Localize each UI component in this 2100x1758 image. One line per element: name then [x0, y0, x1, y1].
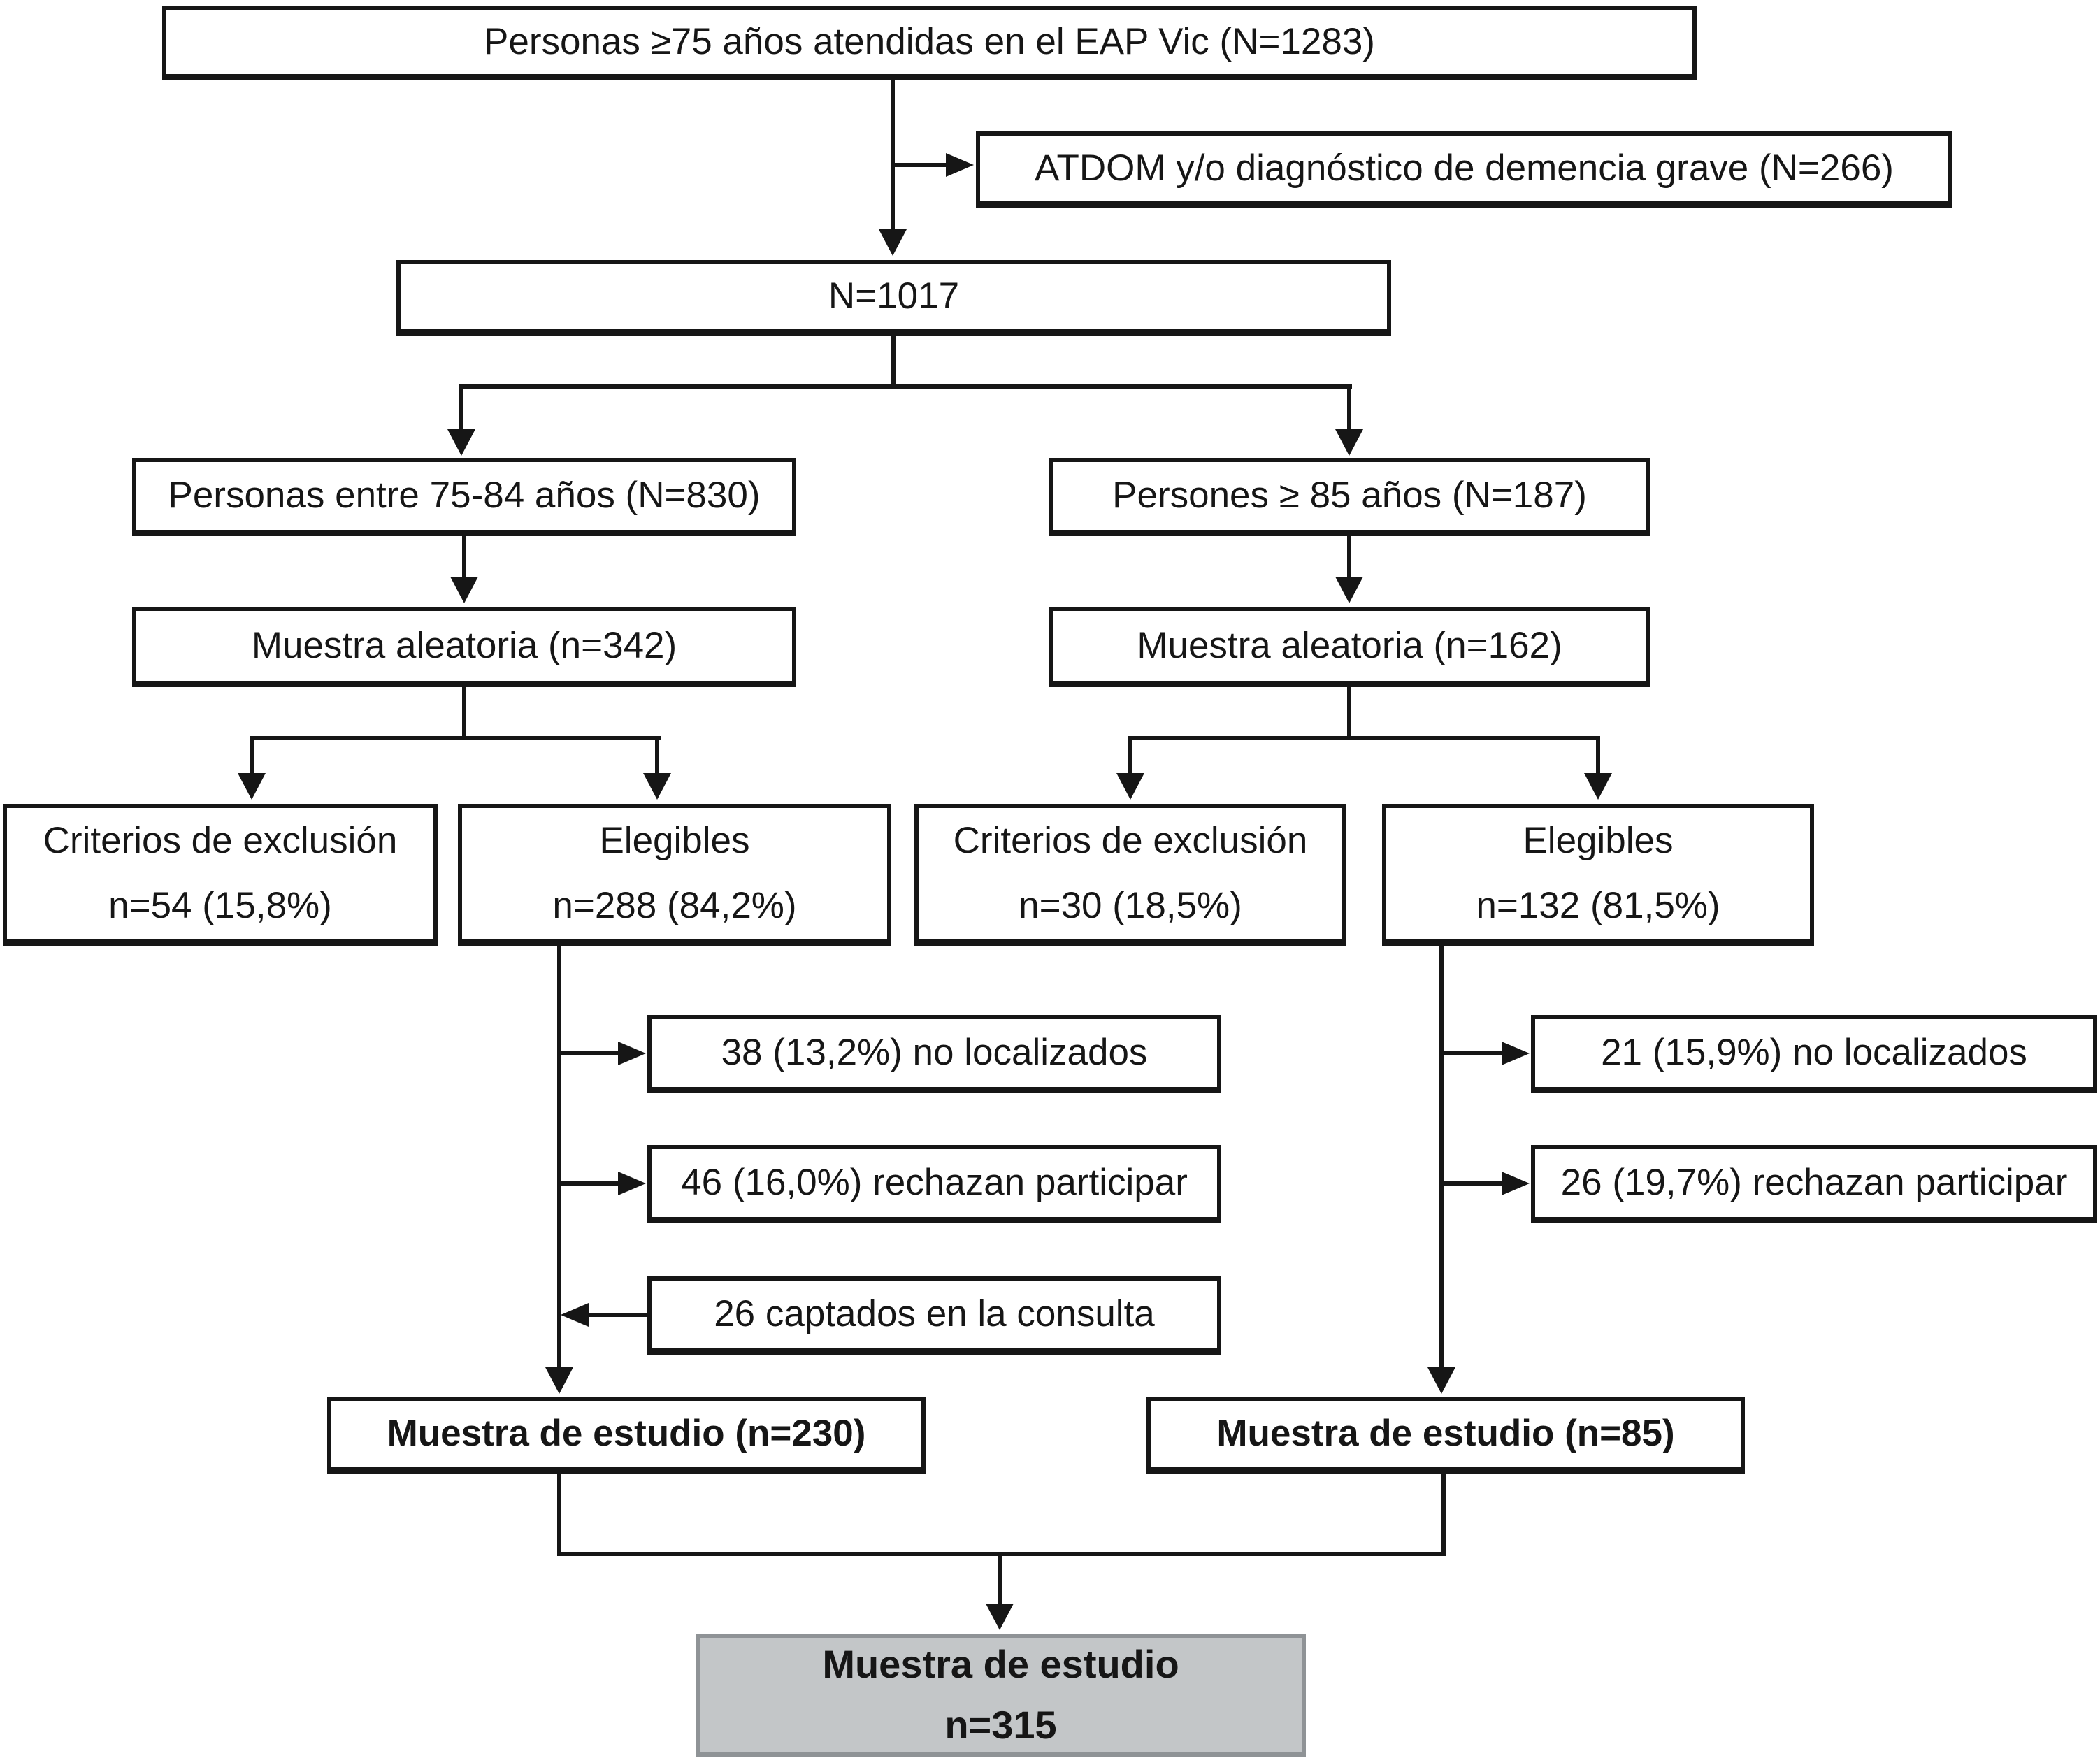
- flow-line: [891, 334, 896, 389]
- node-study-sample-total: Muestra de estudio n=315: [696, 1634, 1306, 1757]
- flow-line: [250, 736, 254, 774]
- arrow-down-icon: [643, 773, 671, 800]
- node-label: Personas ≥75 años atendidas en el EAP Vi…: [484, 20, 1375, 62]
- node-exclusion-criteria-75-84: Criterios de exclusión n=54 (15,8%): [3, 804, 438, 946]
- flow-line: [1347, 536, 1351, 578]
- arrow-down-icon: [986, 1604, 1014, 1630]
- flow-line: [1439, 946, 1444, 1369]
- arrow-down-icon: [1335, 429, 1363, 456]
- arrow-right-icon: [618, 1042, 646, 1065]
- node-label: 26 captados en la consulta: [714, 1293, 1155, 1335]
- node-age-75-84: Personas entre 75-84 años (N=830): [132, 458, 796, 536]
- node-eligible-75-84: Elegibles n=288 (84,2%): [458, 804, 891, 946]
- node-label: Elegibles n=288 (84,2%): [552, 820, 797, 926]
- node-label: Muestra de estudio (n=85): [1216, 1413, 1675, 1455]
- arrow-right-icon: [1502, 1042, 1530, 1065]
- node-study-sample-85: Muestra de estudio (n=85): [1146, 1397, 1745, 1474]
- flow-line: [589, 1313, 647, 1317]
- flow-line: [559, 1181, 619, 1186]
- flow-line: [1347, 384, 1351, 431]
- arrow-right-icon: [1502, 1172, 1530, 1195]
- flow-line: [462, 687, 466, 738]
- flow-line: [1441, 1181, 1503, 1186]
- arrow-down-icon: [450, 577, 478, 603]
- flow-line: [655, 736, 659, 774]
- node-study-sample-75-84: Muestra de estudio (n=230): [327, 1397, 926, 1474]
- node-random-sample-85: Muestra aleatoria (n=162): [1049, 607, 1650, 687]
- node-refused-75-84: 46 (16,0%) rechazan participar: [647, 1145, 1221, 1223]
- flow-line: [559, 1051, 619, 1055]
- arrow-down-icon: [1584, 773, 1612, 800]
- arrow-down-icon: [238, 773, 266, 800]
- node-label: Muestra de estudio (n=230): [387, 1413, 866, 1455]
- arrow-down-icon: [545, 1367, 573, 1394]
- node-recruited-consultation: 26 captados en la consulta: [647, 1276, 1221, 1355]
- node-exclusion-criteria-85: Criterios de exclusión n=30 (18,5%): [914, 804, 1346, 946]
- node-source-population: Personas ≥75 años atendidas en el EAP Vi…: [162, 6, 1697, 80]
- node-eligible-85: Elegibles n=132 (81,5%): [1382, 804, 1814, 946]
- flow-line: [1596, 736, 1600, 774]
- flow-line: [893, 163, 947, 167]
- flow-line: [891, 79, 895, 231]
- arrow-down-icon: [1427, 1367, 1455, 1394]
- flow-line: [1441, 1051, 1503, 1055]
- flow-line: [459, 384, 1352, 389]
- flow-line: [557, 1472, 561, 1556]
- flow-line: [459, 384, 463, 431]
- arrow-left-icon: [561, 1303, 589, 1327]
- flow-line: [1441, 1472, 1446, 1556]
- flow-line: [998, 1556, 1002, 1605]
- arrow-down-icon: [447, 429, 475, 456]
- node-label: Criterios de exclusión n=30 (18,5%): [953, 820, 1308, 926]
- node-age-85: Persones ≥ 85 años (N=187): [1049, 458, 1650, 536]
- node-label: ATDOM y/o diagnóstico de demencia grave …: [1035, 147, 1894, 189]
- node-label: 38 (13,2%) no localizados: [721, 1032, 1148, 1074]
- arrow-down-icon: [879, 229, 907, 256]
- node-label: Personas entre 75-84 años (N=830): [168, 475, 761, 517]
- arrow-right-icon: [946, 153, 974, 177]
- node-label: Persones ≥ 85 años (N=187): [1112, 475, 1587, 517]
- node-excluded-atdom: ATDOM y/o diagnóstico de demencia grave …: [976, 131, 1952, 208]
- node-label: 46 (16,0%) rechazan participar: [681, 1162, 1188, 1204]
- node-label: Muestra aleatoria (n=342): [251, 624, 677, 666]
- arrow-down-icon: [1116, 773, 1144, 800]
- node-not-located-75-84: 38 (13,2%) no localizados: [647, 1015, 1221, 1093]
- node-label: 21 (15,9%) no localizados: [1601, 1032, 2027, 1074]
- node-random-sample-75-84: Muestra aleatoria (n=342): [132, 607, 796, 687]
- flow-line: [557, 946, 561, 1369]
- node-label: Muestra aleatoria (n=162): [1137, 624, 1562, 666]
- arrow-down-icon: [1335, 577, 1363, 603]
- flow-line: [462, 536, 466, 578]
- flow-line: [1128, 736, 1132, 774]
- node-refused-85: 26 (19,7%) rechazan participar: [1531, 1145, 2097, 1223]
- arrow-right-icon: [618, 1172, 646, 1195]
- node-n1017: N=1017: [396, 260, 1391, 336]
- node-label: Elegibles n=132 (81,5%): [1476, 820, 1720, 926]
- flow-line: [557, 1552, 1446, 1556]
- node-label: N=1017: [828, 275, 960, 317]
- flow-line: [250, 736, 661, 740]
- flow-line: [1347, 687, 1351, 738]
- node-label: Muestra de estudio n=315: [822, 1642, 1179, 1747]
- flow-line: [1128, 736, 1600, 740]
- node-label: 26 (19,7%) rechazan participar: [1560, 1162, 2068, 1204]
- node-label: Criterios de exclusión n=54 (15,8%): [43, 820, 398, 926]
- node-not-located-85: 21 (15,9%) no localizados: [1531, 1015, 2097, 1093]
